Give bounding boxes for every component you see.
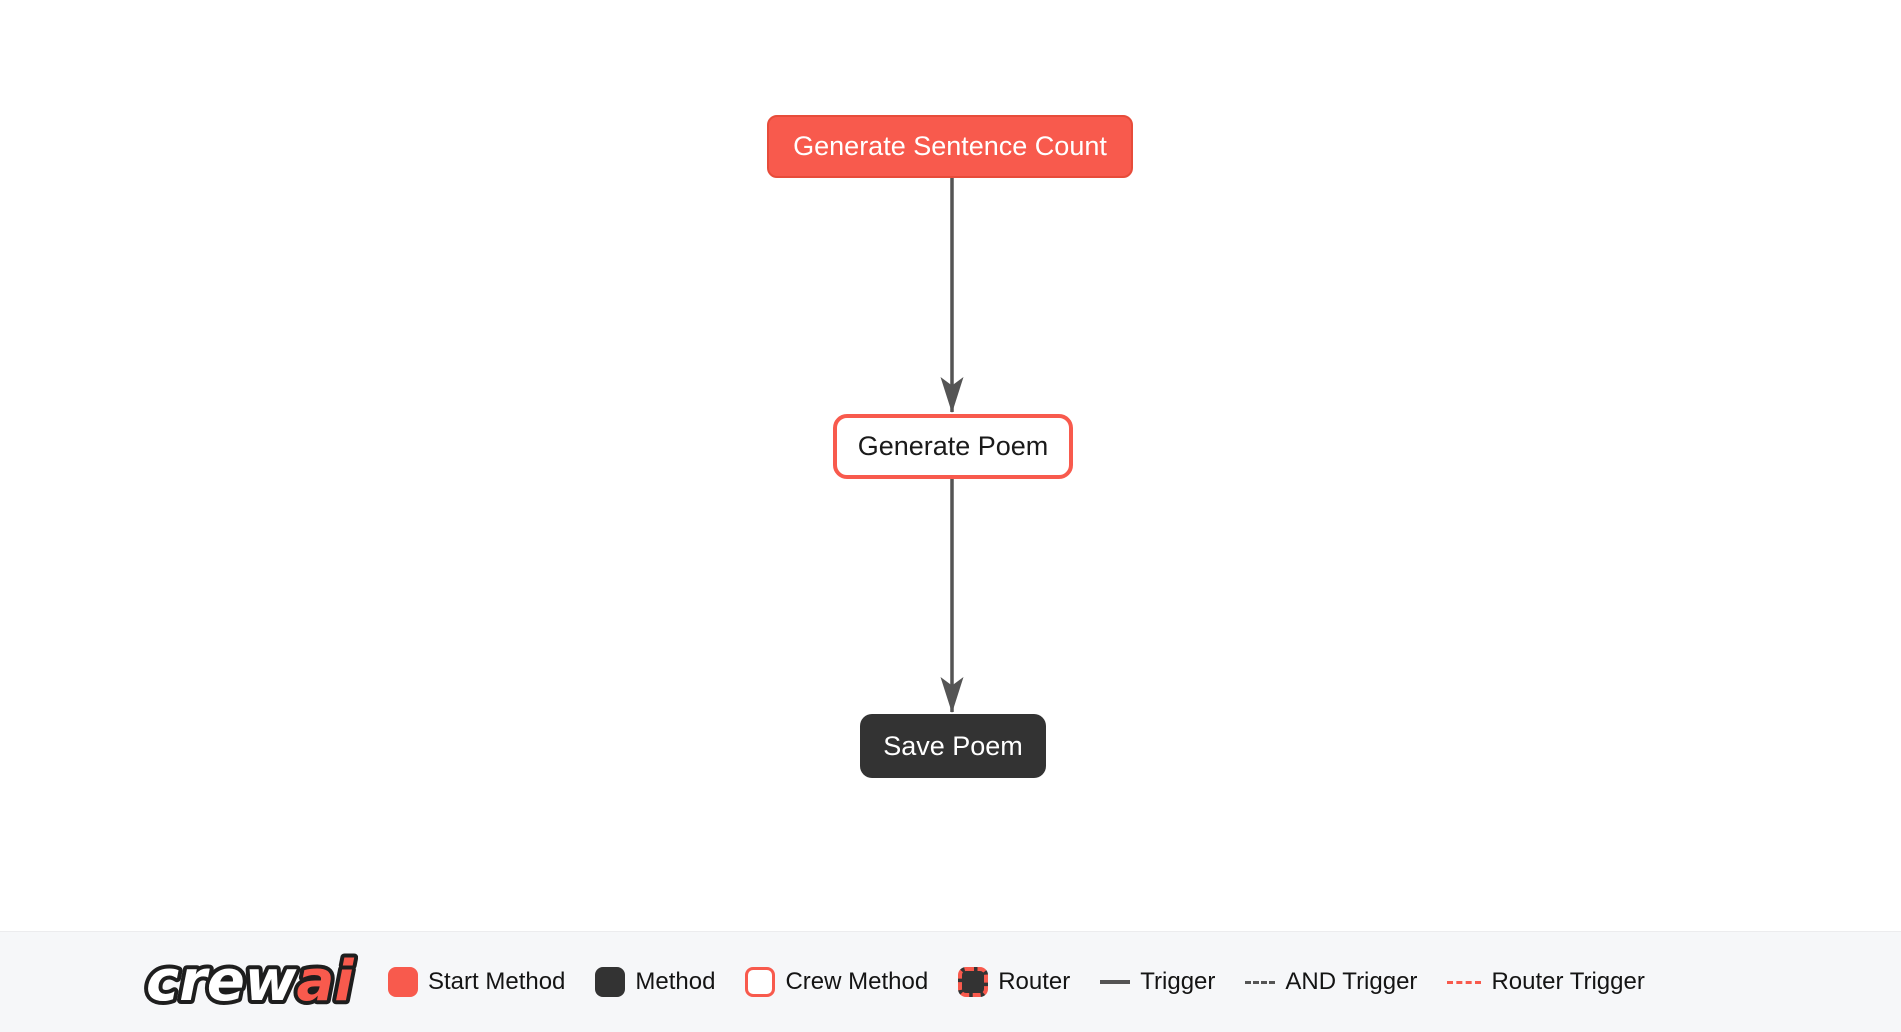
router-trigger-line-swatch bbox=[1447, 980, 1482, 984]
trigger-line-swatch bbox=[1100, 980, 1131, 984]
legend-item-start-method: Start Method bbox=[388, 967, 565, 997]
legend-item-router-trigger: Router Trigger bbox=[1447, 968, 1645, 996]
legend-item-method: Method bbox=[595, 967, 715, 997]
legend-label: Method bbox=[635, 968, 716, 995]
legend-label: Router Trigger bbox=[1491, 968, 1645, 995]
legend-label: Crew Method bbox=[785, 968, 929, 995]
method-swatch bbox=[595, 967, 626, 997]
node-save-poem: Save Poem bbox=[860, 714, 1046, 778]
legend-label: Trigger bbox=[1140, 968, 1216, 995]
legend-label: Start Method bbox=[428, 968, 566, 995]
legend-item-trigger: Trigger bbox=[1100, 968, 1215, 996]
node-generate-sentence-count: Generate Sentence Count bbox=[767, 115, 1133, 178]
node-generate-poem: Generate Poem bbox=[833, 414, 1073, 479]
start-method-swatch bbox=[388, 967, 418, 997]
legend-bar: crewai Start Method Method Crew Method R… bbox=[0, 931, 1901, 1032]
edge-generate-poem-to-save-poem bbox=[940, 479, 964, 713]
legend-item-and-trigger: AND Trigger bbox=[1245, 968, 1417, 996]
and-trigger-line-swatch bbox=[1245, 980, 1276, 984]
crew-method-swatch bbox=[745, 967, 776, 997]
legend-label: Router bbox=[998, 968, 1071, 995]
legend-item-router: Router bbox=[958, 967, 1070, 997]
legend-item-crew-method: Crew Method bbox=[745, 967, 928, 997]
legend-label: AND Trigger bbox=[1285, 968, 1418, 995]
crewai-logo: crewai bbox=[142, 946, 358, 1018]
router-swatch bbox=[958, 967, 989, 997]
edge-generate-sentence-count-to-generate-poem bbox=[940, 178, 964, 413]
crewai-logo-text: crewai bbox=[146, 949, 354, 1014]
